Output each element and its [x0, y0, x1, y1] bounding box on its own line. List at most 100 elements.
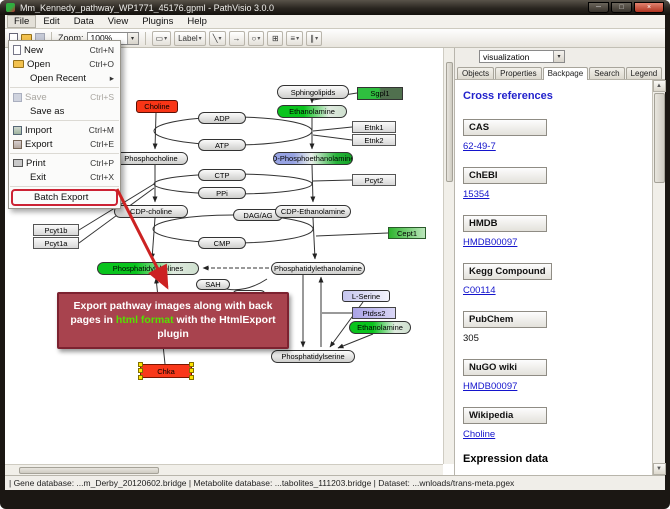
selection-handle[interactable] — [189, 375, 194, 380]
pathway-node-cept1[interactable]: Cept1 — [388, 227, 426, 239]
xref-link[interactable]: 62-49-7 — [463, 141, 496, 152]
pathway-node-etnk1[interactable]: Etnk1 — [352, 121, 396, 133]
node-label: Choline — [144, 102, 170, 111]
menu-plugins[interactable]: Plugins — [142, 16, 174, 27]
align-tool[interactable]: ≡▾ — [286, 30, 304, 46]
sidebar-scrollbar[interactable]: ▲ ▼ — [652, 80, 666, 475]
file-menu-item-open-recent[interactable]: Open Recent▸ — [9, 71, 120, 85]
pathway-node-cdp-choline[interactable]: CDP-choline — [114, 205, 188, 218]
menu-view[interactable]: View — [107, 16, 129, 27]
xref-link[interactable]: HMDB00097 — [463, 381, 518, 392]
file-menu-item-batch-export[interactable]: Batch Export — [11, 189, 118, 206]
node-label: ATP — [214, 140, 230, 150]
no-icon — [13, 73, 27, 84]
pathway-node-ppi[interactable]: PPi — [198, 187, 246, 199]
maximize-button[interactable]: □ — [611, 2, 632, 13]
xref-link[interactable]: 15354 — [463, 189, 490, 200]
shape-tool[interactable]: ○▾ — [247, 30, 265, 46]
selection-handle[interactable] — [138, 375, 143, 380]
tab-objects[interactable]: Objects — [457, 67, 495, 79]
menu-separator — [10, 186, 119, 187]
selection-handle[interactable] — [189, 368, 194, 373]
close-button[interactable]: × — [634, 2, 664, 13]
menu-data[interactable]: Data — [73, 16, 94, 27]
selection-handle[interactable] — [189, 362, 194, 367]
chevron-down-icon[interactable]: ▾ — [296, 35, 300, 42]
pathway-node-choline[interactable]: Choline — [136, 100, 178, 113]
scrollbar-thumb[interactable] — [19, 466, 159, 474]
file-menu-item-save-as[interactable]: Save as — [9, 104, 120, 118]
pathway-node-pcyt2[interactable]: Pcyt2 — [352, 174, 396, 186]
pathway-node-ctp[interactable]: CTP — [198, 169, 246, 181]
scroll-down-icon[interactable]: ▼ — [652, 463, 666, 475]
pathway-node-ptdss2[interactable]: Ptdss2 — [352, 307, 396, 319]
selection-handle[interactable] — [138, 368, 143, 373]
chevron-down-icon[interactable]: ▾ — [164, 35, 168, 42]
node-label: Etnk2 — [364, 135, 384, 145]
zoom-value: 100% — [90, 33, 113, 43]
pathway-node-sphingolipids[interactable]: Sphingolipids — [277, 85, 349, 99]
selection-handle[interactable] — [138, 362, 143, 367]
node-label: Ethanolamine — [289, 107, 335, 116]
pathway-node-ethanolamine[interactable]: Ethanolamine — [277, 105, 347, 118]
pathway-node-etnk2[interactable]: Etnk2 — [352, 134, 396, 146]
pathway-node-adp[interactable]: ADP — [198, 112, 246, 124]
chevron-down-icon[interactable]: ▾ — [218, 35, 222, 42]
pathway-node-phosphatidylserine[interactable]: Phosphatidylserine — [271, 350, 355, 363]
pathway-node-cmp[interactable]: CMP — [198, 237, 246, 249]
pathway-node-phosphatidylcholines[interactable]: Phosphatidylcholines — [97, 262, 199, 275]
line-tool[interactable]: ╲▾ — [208, 30, 226, 46]
stack-tool[interactable]: ∥▾ — [306, 30, 323, 46]
arrow-tool[interactable]: → — [228, 30, 245, 46]
canvas-vertical-scrollbar[interactable] — [443, 48, 454, 464]
chevron-down-icon[interactable]: ▾ — [198, 35, 202, 42]
minimize-button[interactable]: ─ — [588, 2, 609, 13]
menu-edit[interactable]: Edit — [43, 16, 60, 27]
datanode-tool[interactable]: ▭▾ — [151, 30, 172, 46]
pathway-node-o-phosphoethanolamine[interactable]: O-Phosphoethanolamine — [273, 152, 353, 165]
pathway-node-phosphatidylethanolamine[interactable]: Phosphatidylethanolamine — [271, 262, 365, 275]
menu-file[interactable]: File — [7, 15, 37, 28]
pathway-node-ethanolamine[interactable]: Ethanolamine — [349, 321, 411, 334]
menu-item-label: Import — [25, 124, 52, 136]
chevron-down-icon[interactable]: ▾ — [126, 32, 138, 44]
template-tool[interactable]: ⊞ — [267, 30, 284, 46]
xref-link[interactable]: HMDB00097 — [463, 237, 518, 248]
tab-properties[interactable]: Properties — [495, 67, 542, 79]
scrollbar-thumb[interactable] — [445, 62, 453, 182]
label-tool[interactable]: Label▾ — [174, 30, 206, 46]
node-label: CDP-Ethanolamine — [280, 207, 346, 216]
pathway-node-l-serine[interactable]: L-Serine — [342, 290, 390, 302]
tab-search[interactable]: Search — [589, 67, 625, 79]
pathway-node-pcyt1b[interactable]: Pcyt1b — [33, 224, 79, 236]
menu-item-label: New — [24, 44, 44, 56]
pathway-node-cdp-ethanolamine[interactable]: CDP-Ethanolamine — [275, 205, 351, 218]
pathway-node-chka[interactable]: Chka — [138, 362, 194, 380]
pathway-node-dag-ag[interactable]: DAG/AG — [233, 209, 283, 221]
chevron-down-icon[interactable]: ▾ — [257, 35, 261, 42]
chevron-down-icon[interactable]: ▾ — [315, 35, 319, 42]
tab-legend[interactable]: Legend — [625, 67, 663, 79]
menu-help[interactable]: Help — [187, 16, 207, 27]
canvas-horizontal-scrollbar[interactable] — [5, 464, 443, 475]
pathway-node-pcyt1a[interactable]: Pcyt1a — [33, 237, 79, 249]
pathway-node-atp[interactable]: ATP — [198, 139, 246, 151]
pathway-node-sgpl1[interactable]: Sgpl1 — [357, 87, 403, 100]
visualization-combo[interactable]: visualization ▾ — [479, 50, 565, 63]
tab-backpage[interactable]: Backpage — [542, 67, 589, 80]
pathway-node-sah[interactable]: SAH — [196, 279, 230, 290]
xref-link[interactable]: Choline — [463, 429, 496, 440]
chevron-down-icon[interactable]: ▾ — [553, 51, 564, 62]
xref-link[interactable]: C00114 — [463, 285, 496, 296]
pathway-node-phosphocholine[interactable]: Phosphocholine — [114, 152, 188, 165]
scroll-up-icon[interactable]: ▲ — [652, 80, 666, 92]
scrollbar-thumb[interactable] — [653, 93, 665, 183]
